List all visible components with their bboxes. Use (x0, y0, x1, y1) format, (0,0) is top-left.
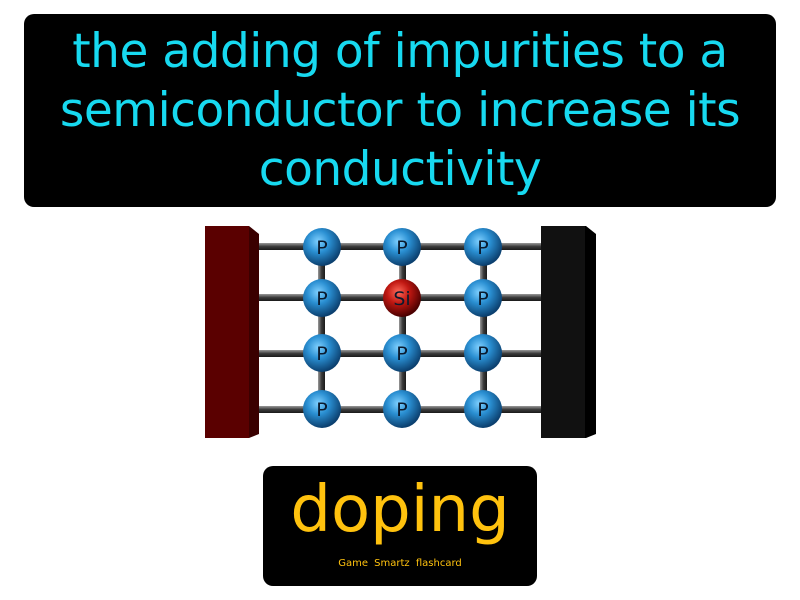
atom-label: P (477, 237, 488, 259)
atom-sphere (303, 279, 341, 317)
atom-sphere (383, 279, 421, 317)
silicon-atom: Si (383, 279, 421, 317)
atom-label: P (316, 288, 327, 310)
atom-sphere (383, 390, 421, 428)
atom-label: P (396, 237, 407, 259)
atom-sphere (464, 334, 502, 372)
left-electrode (205, 226, 259, 438)
atom-label: Si (393, 288, 410, 310)
horizontal-bonds (245, 243, 545, 413)
phosphorus-atom: P (383, 390, 421, 428)
term-panel: doping Game Smartz flashcard (263, 466, 537, 586)
atom-sphere (303, 390, 341, 428)
bond-col-3 (480, 246, 487, 410)
credit-label: Game Smartz flashcard (338, 558, 462, 569)
atom-sphere (464, 390, 502, 428)
definition-line-3: conductivity (258, 142, 542, 197)
atom-label: P (477, 343, 488, 365)
vertical-bonds (318, 246, 487, 410)
atom-label: P (477, 288, 488, 310)
atom-label: P (396, 343, 407, 365)
atom-label: P (316, 343, 327, 365)
atom-sphere (303, 228, 341, 266)
term-word: doping (290, 473, 510, 547)
atom-sphere (383, 334, 421, 372)
phosphorus-atom: P (383, 334, 421, 372)
phosphorus-atom: P (303, 390, 341, 428)
atom-label: P (316, 399, 327, 421)
right-electrode (541, 226, 596, 438)
bond-col-2 (399, 246, 406, 410)
atom-label: P (316, 237, 327, 259)
atom-sphere (464, 279, 502, 317)
phosphorus-atom: P (464, 334, 502, 372)
phosphorus-atom: P (303, 228, 341, 266)
definition-line-2: semiconductor to increase its (59, 83, 741, 138)
atom-label: P (396, 399, 407, 421)
definition-panel: the adding of impurities to a semiconduc… (24, 14, 776, 207)
phosphorus-atom: P (464, 279, 502, 317)
phosphorus-atom: P (303, 334, 341, 372)
definition-line-1: the adding of impurities to a (72, 24, 728, 79)
phosphorus-atom: P (303, 279, 341, 317)
atom-label: P (477, 399, 488, 421)
atom-sphere (303, 334, 341, 372)
atom-sphere (464, 228, 502, 266)
bond-col-1 (318, 246, 325, 410)
atom-sphere (383, 228, 421, 266)
phosphorus-atom: P (464, 390, 502, 428)
phosphorus-atom: P (464, 228, 502, 266)
phosphorus-atom: P (383, 228, 421, 266)
